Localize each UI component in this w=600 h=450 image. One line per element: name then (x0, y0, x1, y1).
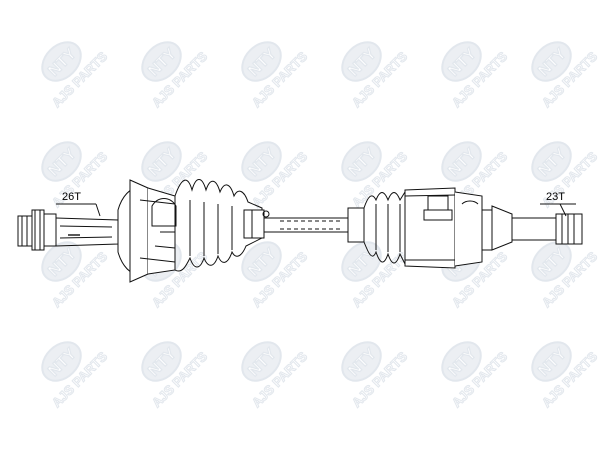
inner-boot (347, 191, 406, 265)
outer-cv-joint (117, 179, 177, 283)
left-spline-stub (17, 209, 119, 251)
right-spline-leader-drop (559, 203, 567, 217)
right-spline-stub (491, 205, 583, 251)
left-spline-label: 26T (62, 191, 81, 203)
drive-shaft (17, 179, 583, 283)
outer-boot (174, 179, 270, 272)
right-spline-label: 23T (546, 191, 565, 203)
main-shaft (264, 217, 350, 233)
inner-tripod-joint (404, 187, 492, 269)
left-spline-leader-drop (95, 203, 101, 217)
